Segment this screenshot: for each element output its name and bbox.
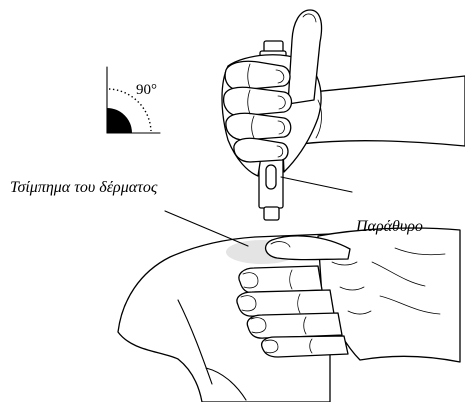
angle-wedge	[107, 108, 132, 133]
pinching-ring-finger	[247, 313, 342, 338]
pinching-scene	[118, 228, 460, 402]
pinching-index-finger	[239, 266, 322, 293]
pinching-middle-finger	[237, 290, 334, 316]
angle-indicator: 90°	[107, 67, 160, 133]
skin-pinch-leader-line	[165, 211, 248, 246]
skin-pinch-label: Τσίμπημα του δέρματος	[10, 179, 158, 196]
pen-needle-end	[264, 207, 279, 220]
pen-window	[266, 165, 276, 189]
finger	[225, 61, 290, 90]
forearm	[300, 76, 465, 146]
finger	[224, 87, 292, 116]
window-leader-line	[281, 177, 352, 192]
window-label: Παράθυρο	[355, 218, 423, 235]
angle-label: 90°	[136, 82, 157, 98]
pen-scene	[222, 10, 465, 220]
finger	[226, 113, 291, 140]
pinching-little-finger	[262, 336, 348, 357]
